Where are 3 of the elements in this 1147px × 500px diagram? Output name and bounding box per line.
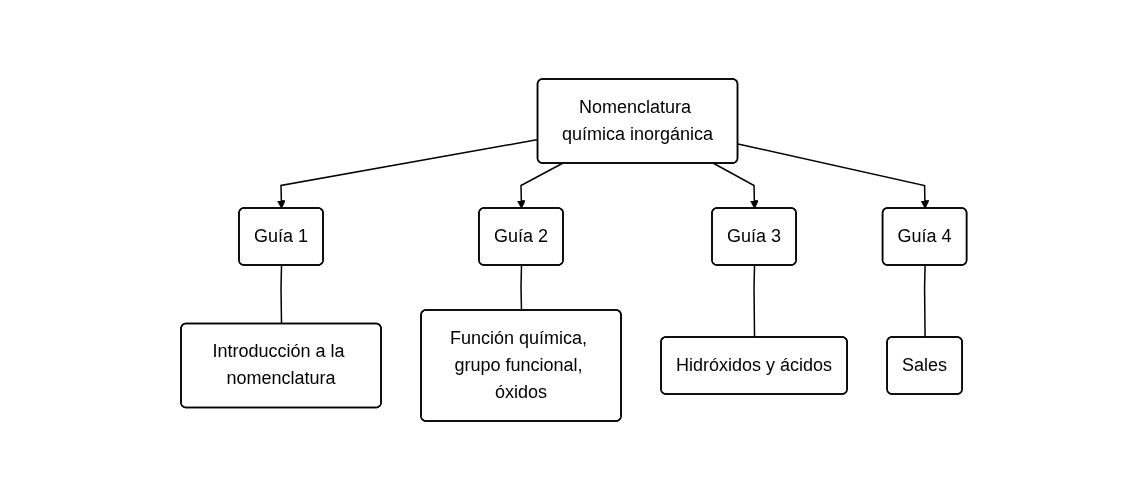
arrow — [712, 162, 759, 209]
connector — [279, 264, 282, 325]
arrow — [516, 162, 563, 209]
